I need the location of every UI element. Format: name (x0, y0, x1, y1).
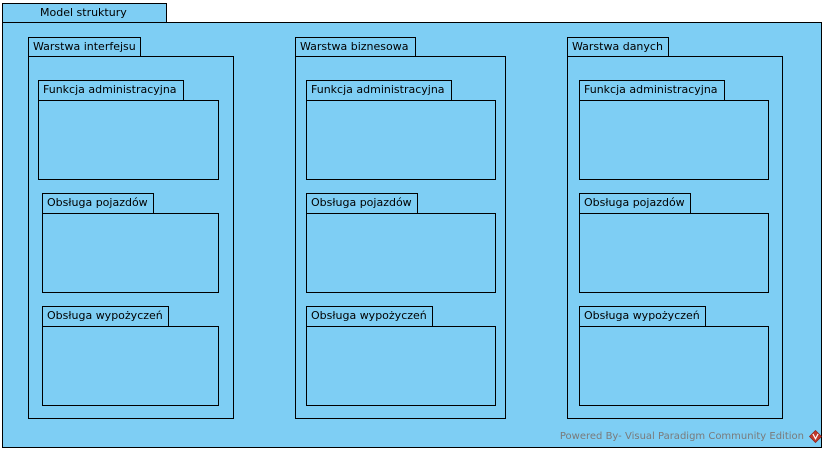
layer-business-package-admin-body[interactable] (306, 100, 496, 180)
layer-data-package-vehicles-body[interactable] (579, 213, 769, 293)
package-label: Obsługa pojazdów (311, 196, 412, 209)
package-label: Obsługa pojazdów (584, 196, 685, 209)
package-label: Obsługa wypożyczeń (311, 309, 427, 322)
watermark-text: Powered By- Visual Paradigm Community Ed… (559, 431, 804, 442)
layer-data-tab[interactable]: Warstwa danych (567, 37, 669, 57)
layer-interface-tab[interactable]: Warstwa interfejsu (28, 37, 141, 57)
model-package-title: Model struktury (40, 6, 127, 19)
package-label: Funkcja administracyjna (584, 83, 718, 96)
layer-business-package-rentals-tab[interactable]: Obsługa wypożyczeń (306, 306, 433, 327)
layer-interface-package-vehicles-tab[interactable]: Obsługa pojazdów (42, 193, 154, 214)
model-package-tab[interactable]: Model struktury (2, 3, 167, 23)
visual-paradigm-logo-icon (809, 430, 822, 443)
layer-data-title: Warstwa danych (572, 40, 663, 53)
layer-business-package-admin-tab[interactable]: Funkcja administracyjna (306, 80, 452, 101)
layer-data-package-rentals-tab[interactable]: Obsługa wypożyczeń (579, 306, 706, 327)
package-label: Funkcja administracyjna (311, 83, 445, 96)
layer-business-title: Warstwa biznesowa (300, 40, 409, 53)
layer-data-package-vehicles-tab[interactable]: Obsługa pojazdów (579, 193, 691, 214)
layer-data-package-rentals-body[interactable] (579, 326, 769, 406)
layer-interface-title: Warstwa interfejsu (33, 40, 136, 53)
layer-interface-package-rentals-tab[interactable]: Obsługa wypożyczeń (42, 306, 169, 327)
layer-interface-package-admin-tab[interactable]: Funkcja administracyjna (38, 80, 184, 101)
layer-interface-package-vehicles-body[interactable] (42, 213, 219, 293)
layer-interface-package-rentals-body[interactable] (42, 326, 219, 406)
package-label: Funkcja administracyjna (43, 83, 177, 96)
layer-data-package-admin-tab[interactable]: Funkcja administracyjna (579, 80, 725, 101)
package-label: Obsługa wypożyczeń (584, 309, 700, 322)
package-label: Obsługa wypożyczeń (47, 309, 163, 322)
layer-interface-package-admin-body[interactable] (38, 100, 219, 180)
layer-business-package-vehicles-tab[interactable]: Obsługa pojazdów (306, 193, 418, 214)
layer-business-tab[interactable]: Warstwa biznesowa (295, 37, 416, 57)
layer-data-package-admin-body[interactable] (579, 100, 769, 180)
layer-business-package-rentals-body[interactable] (306, 326, 496, 406)
package-label: Obsługa pojazdów (47, 196, 148, 209)
layer-business-package-vehicles-body[interactable] (306, 213, 496, 293)
